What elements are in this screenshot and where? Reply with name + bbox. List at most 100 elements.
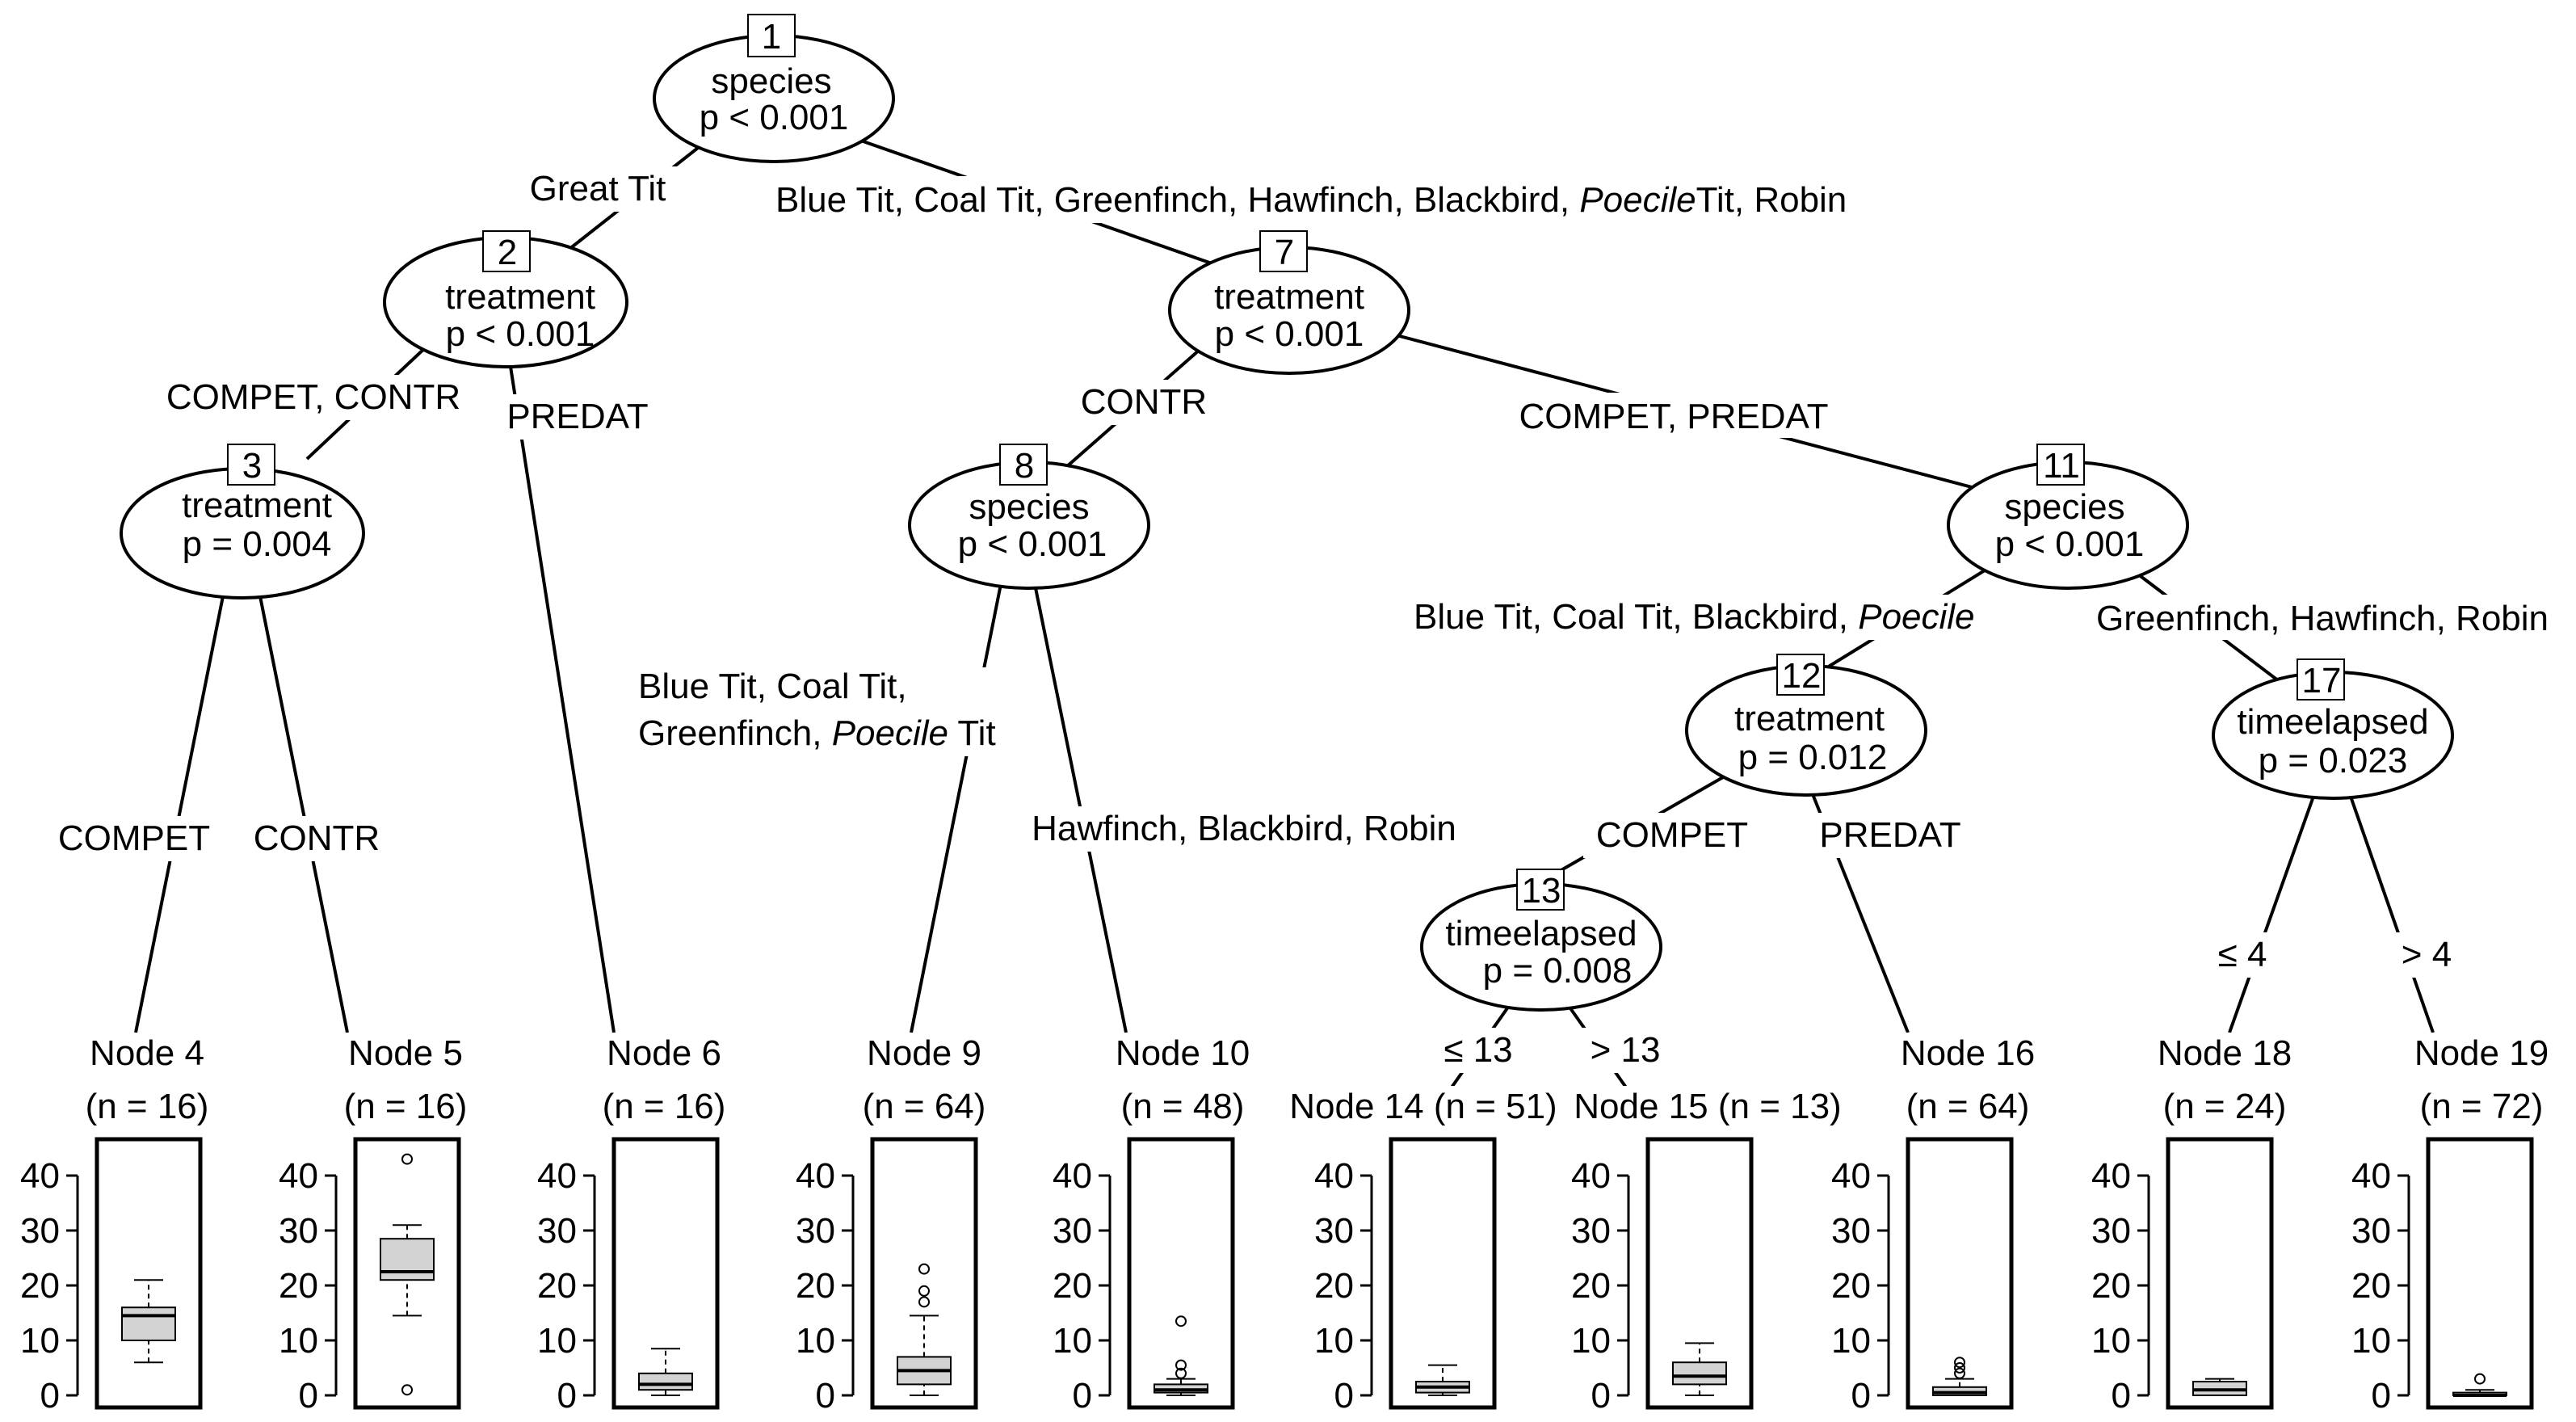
inner-nodes: 1 species p < 0.001 2 treatment p < 0.00… bbox=[120, 14, 2454, 1012]
inner-node-1: 1 species p < 0.001 bbox=[653, 14, 895, 163]
y-tick-label: 30 bbox=[279, 1211, 318, 1251]
svg-text:(n = 64): (n = 64) bbox=[1906, 1087, 2030, 1126]
y-tick-label: 30 bbox=[1053, 1211, 1092, 1251]
edge-label-8-9-line1: Blue Tit, Coal Tit, bbox=[638, 667, 907, 706]
edge-label-12-13: COMPET bbox=[1596, 815, 1748, 855]
y-tick-label: 10 bbox=[1831, 1321, 1871, 1361]
boxplot-frame bbox=[1389, 1137, 1497, 1410]
y-tick-label: 40 bbox=[1571, 1156, 1611, 1196]
svg-text:p = 0.023: p = 0.023 bbox=[2259, 741, 2408, 780]
edge-label-3-4: COMPET bbox=[58, 818, 210, 858]
svg-text:13: 13 bbox=[1522, 871, 1561, 911]
outlier-point bbox=[1175, 1315, 1187, 1327]
inner-node-2: 2 treatment p < 0.001 bbox=[383, 230, 628, 368]
y-tick-label: 20 bbox=[279, 1266, 318, 1306]
svg-text:timeelapsed: timeelapsed bbox=[2237, 702, 2428, 742]
box-iqr bbox=[638, 1372, 693, 1391]
terminal-node-14: Node 14 (n = 51) bbox=[1289, 1086, 1559, 1130]
svg-text:Node 14 (n = 51): Node 14 (n = 51) bbox=[1289, 1087, 1557, 1126]
edge-3-5 bbox=[255, 579, 349, 1033]
edge-label-1-7: Blue Tit, Coal Tit, Greenfinch, Hawfinch… bbox=[775, 180, 1847, 220]
terminal-node-18: Node 18 (n = 24) bbox=[2144, 1033, 2305, 1126]
box-iqr bbox=[121, 1306, 176, 1341]
y-tick-label: 0 bbox=[816, 1376, 835, 1416]
edge-label-8-9-line2: Greenfinch, Poecile Tit bbox=[638, 713, 996, 753]
y-tick-label: 0 bbox=[2372, 1376, 2391, 1416]
terminal-node-9: Node 9 (n = 64) bbox=[848, 1033, 987, 1126]
y-tick-label: 40 bbox=[796, 1156, 835, 1196]
svg-text:1: 1 bbox=[762, 17, 781, 57]
y-tick-label: 0 bbox=[1334, 1376, 1354, 1416]
y-tick-label: 20 bbox=[2351, 1266, 2391, 1306]
y-tick-label: 10 bbox=[796, 1321, 835, 1361]
y-tick-label: 30 bbox=[2351, 1211, 2391, 1251]
svg-text:(n = 16): (n = 16) bbox=[603, 1087, 726, 1126]
y-tick-label: 20 bbox=[537, 1266, 577, 1306]
edge-label-7-11: COMPET, PREDAT bbox=[1519, 397, 1828, 436]
y-tick-label: 10 bbox=[537, 1321, 577, 1361]
svg-text:Node 9: Node 9 bbox=[867, 1033, 981, 1073]
y-tick-label: 10 bbox=[1314, 1321, 1354, 1361]
terminal-node-6: Node 6 (n = 16) bbox=[590, 1033, 729, 1126]
svg-text:Node 5: Node 5 bbox=[348, 1033, 463, 1073]
inner-node-17: 17 timeelapsed p = 0.023 bbox=[2212, 658, 2454, 800]
y-tick-label: 10 bbox=[1053, 1321, 1092, 1361]
edge-17-18 bbox=[2228, 791, 2317, 1033]
svg-text:p < 0.001: p < 0.001 bbox=[958, 524, 1107, 564]
y-tick-label: 20 bbox=[1571, 1266, 1611, 1306]
edge-label-13-15: > 13 bbox=[1591, 1030, 1661, 1070]
svg-text:p = 0.012: p = 0.012 bbox=[1738, 738, 1888, 777]
inner-node-12: 12 treatment p = 0.012 bbox=[1685, 654, 1927, 797]
svg-text:2: 2 bbox=[498, 233, 517, 272]
svg-text:11: 11 bbox=[2043, 446, 2080, 486]
edge-2-6 bbox=[506, 345, 616, 1033]
edge-label-12-16: PREDAT bbox=[1819, 815, 1960, 855]
edge-label-17-18: ≤ 4 bbox=[2218, 935, 2267, 974]
y-tick-label: 30 bbox=[1571, 1211, 1611, 1251]
terminal-node-10: Node 10 (n = 48) bbox=[1103, 1033, 1265, 1126]
box-iqr bbox=[380, 1238, 435, 1281]
svg-text:(n = 16): (n = 16) bbox=[344, 1087, 468, 1126]
svg-text:(n = 72): (n = 72) bbox=[2420, 1087, 2544, 1126]
y-tick-label: 20 bbox=[1314, 1266, 1354, 1306]
y-tick-label: 40 bbox=[20, 1156, 60, 1196]
outlier-point bbox=[401, 1384, 413, 1396]
y-tick-label: 30 bbox=[20, 1211, 60, 1251]
y-tick-label: 20 bbox=[796, 1266, 835, 1306]
svg-text:p < 0.001: p < 0.001 bbox=[1995, 524, 2145, 564]
edge-3-4 bbox=[134, 579, 228, 1033]
y-tick-label: 10 bbox=[1571, 1321, 1611, 1361]
edge-label-13-14: ≤ 13 bbox=[1443, 1030, 1512, 1070]
y-tick-label: 0 bbox=[1073, 1376, 1092, 1416]
outlier-point bbox=[918, 1263, 930, 1275]
y-tick-label: 0 bbox=[2112, 1376, 2131, 1416]
boxplot-frame bbox=[1127, 1137, 1235, 1410]
y-tick-label: 20 bbox=[2091, 1266, 2131, 1306]
svg-text:treatment: treatment bbox=[1214, 277, 1364, 317]
svg-text:Node 19: Node 19 bbox=[2414, 1033, 2549, 1073]
y-tick-label: 40 bbox=[1053, 1156, 1092, 1196]
y-tick-label: 30 bbox=[796, 1211, 835, 1251]
outlier-point bbox=[1954, 1362, 1965, 1374]
svg-text:8: 8 bbox=[1015, 446, 1034, 486]
y-tick-label: 30 bbox=[2091, 1211, 2131, 1251]
inner-node-7: 7 treatment p < 0.001 bbox=[1168, 230, 1410, 375]
svg-text:p < 0.001: p < 0.001 bbox=[700, 98, 849, 137]
edge-label-7-8: CONTR bbox=[1081, 382, 1207, 422]
svg-text:(n = 24): (n = 24) bbox=[2163, 1087, 2287, 1126]
boxplot-frame bbox=[2166, 1137, 2274, 1410]
y-tick-label: 30 bbox=[537, 1211, 577, 1251]
svg-text:17: 17 bbox=[2302, 661, 2342, 700]
y-tick-label: 40 bbox=[1831, 1156, 1871, 1196]
y-tick-label: 40 bbox=[2351, 1156, 2391, 1196]
terminal-node-4: Node 4 (n = 16) bbox=[69, 1033, 208, 1126]
boxplot-panels: 0102030400102030400102030400102030400102… bbox=[20, 1137, 2534, 1416]
